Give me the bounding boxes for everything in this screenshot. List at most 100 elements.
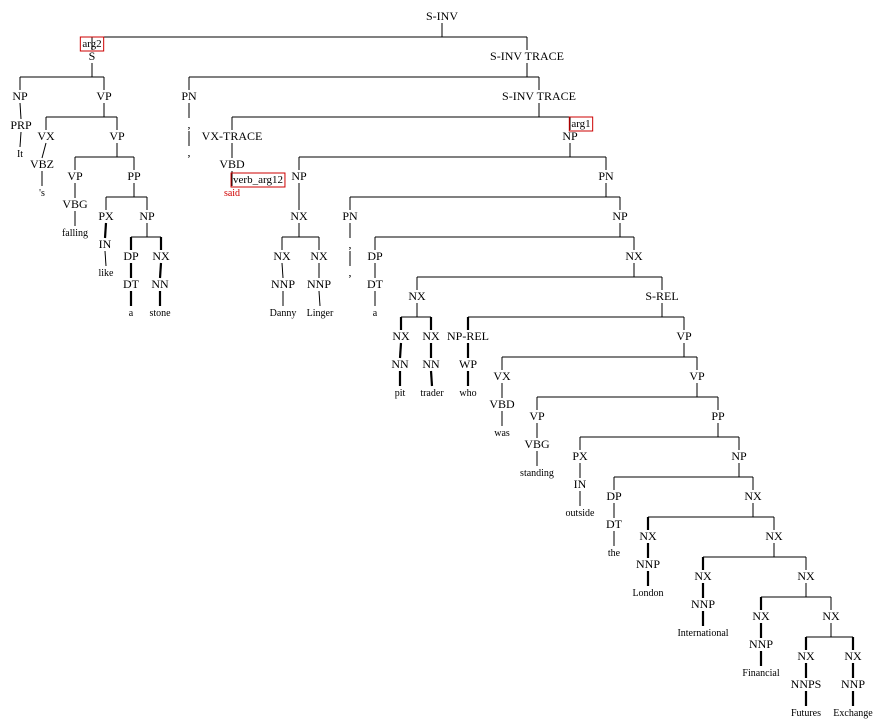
- tree-node-nnp-l: NNP: [307, 277, 331, 291]
- tree-edge: [281, 262, 284, 279]
- tree-node-s: S: [89, 49, 96, 63]
- tree-node-in2: IN: [574, 477, 587, 491]
- tree-word-w-a1: a: [129, 308, 134, 319]
- tree-node-nn-trader: NN: [422, 357, 440, 371]
- tree-edge: [19, 131, 22, 148]
- tree-word-w-pit: pit: [395, 388, 406, 399]
- tree-node-vbd-said: VBD: [219, 157, 245, 171]
- tree-node-in1: IN: [99, 237, 112, 251]
- tree-labels: S-INVSNPPRPItVPVXVBZ'sVPVPVBGfallingPPPX…: [10, 9, 873, 719]
- tree-node-nx-stone: NX: [152, 249, 170, 263]
- tree-edge: [429, 370, 434, 387]
- tree-word-w-danny: Danny: [270, 308, 297, 319]
- tree-node-sinv-trace2: S-INV TRACE: [502, 89, 576, 103]
- tree-node-vx-trace: VX-TRACE: [202, 129, 263, 143]
- tree-node-sinv-trace1: S-INV TRACE: [490, 49, 564, 63]
- tree-node-comma2b: ,: [349, 265, 352, 279]
- tree-word-w-the: the: [608, 548, 621, 559]
- tree-edge: [41, 142, 47, 159]
- tree-node-nx-exc: NX: [844, 649, 862, 663]
- tree-node-nx-app: NX: [625, 249, 643, 263]
- tree-word-w-trader: trader: [420, 388, 444, 399]
- tree-node-nnp-exc: NNP: [841, 677, 865, 691]
- tree-node-vp-rel2: VP: [689, 369, 705, 383]
- tree-word-w-exchange: Exchange: [833, 708, 873, 719]
- tree-node-nx-l3: NX: [797, 569, 815, 583]
- tree-node-pp2: PP: [711, 409, 725, 423]
- tree-node-dt1: DT: [123, 277, 140, 291]
- tree-node-nx-l2: NX: [765, 529, 783, 543]
- tree-edge: [318, 290, 321, 307]
- tree-node-vp3: VP: [67, 169, 83, 183]
- tree-node-nnp-int: NNP: [691, 597, 715, 611]
- tree-edge: [158, 262, 163, 279]
- arg1-annotation-label: arg1: [571, 118, 590, 130]
- tree-node-np-main: NP: [562, 129, 578, 143]
- tree-word-w-outside: outside: [566, 508, 595, 519]
- tree-node-np-danny: NP: [291, 169, 307, 183]
- tree-word-w-who: who: [459, 388, 476, 399]
- tree-word-w-linger: Linger: [307, 308, 334, 319]
- tree-word-w-falling: falling: [62, 228, 88, 239]
- tree-node-dp1: DP: [123, 249, 139, 263]
- arg1-annotation-box: [568, 116, 594, 132]
- tree-word-w-fin: Financial: [742, 668, 779, 679]
- tree-node-nx-fut: NX: [797, 649, 815, 663]
- tree-word-w-said: said: [224, 188, 240, 199]
- tree-node-nx-pt: NX: [408, 289, 426, 303]
- tree-edge: [398, 342, 403, 359]
- tree-node-dt2: DT: [367, 277, 384, 291]
- tree-word-w-futures: Futures: [791, 708, 821, 719]
- tree-node-px2: PX: [572, 449, 588, 463]
- tree-node-nx-danny: NX: [290, 209, 308, 223]
- tree-node-pp1: PP: [127, 169, 141, 183]
- tree-node-comma1b: ,: [188, 145, 191, 159]
- tree-node-nx-l4: NX: [822, 609, 840, 623]
- tree-node-comma1a: ,: [188, 117, 191, 131]
- tree-node-px1: PX: [98, 209, 114, 223]
- tree-node-comma2a: ,: [349, 237, 352, 251]
- tree-word-w-a2: a: [373, 308, 378, 319]
- tree-node-nx-l: NX: [310, 249, 328, 263]
- tree-node-np-it: NP: [12, 89, 28, 103]
- tree-word-w-stone: stone: [149, 308, 171, 319]
- tree-word-w-int: International: [677, 628, 728, 639]
- tree-node-prp: PRP: [10, 118, 32, 132]
- tree-word-w-london: London: [632, 588, 663, 599]
- tree-node-vp-rel3: VP: [529, 409, 545, 423]
- tree-node-nx-pit: NX: [392, 329, 410, 343]
- tree-node-nx-l1: NX: [744, 489, 762, 503]
- tree-node-nn-stone: NN: [151, 277, 169, 291]
- arg1-annotation: arg1: [568, 116, 594, 132]
- tree-edges: [19, 23, 855, 706]
- tree-node-vp1: VP: [96, 89, 112, 103]
- tree-node-vbd-was: VBD: [489, 397, 515, 411]
- tree-node-vp2: VP: [109, 129, 125, 143]
- tree-node-nnp-lon: NNP: [636, 557, 660, 571]
- tree-edge: [19, 102, 22, 120]
- tree-node-srel: S-REL: [645, 289, 678, 303]
- tree-node-pn-comma1: PN: [181, 89, 197, 103]
- tree-node-np-app: NP: [612, 209, 628, 223]
- arg2-annotation: arg2: [79, 36, 105, 52]
- tree-word-w-standing: standing: [520, 468, 554, 479]
- tree-node-nx-fin: NX: [752, 609, 770, 623]
- tree-node-np-lon: NP: [731, 449, 747, 463]
- verb-arg12-annotation: verb_arg12: [230, 172, 286, 188]
- tree-node-vp-rel1: VP: [676, 329, 692, 343]
- tree-node-dt3: DT: [606, 517, 623, 531]
- tree-node-nx-trader: NX: [422, 329, 440, 343]
- tree-node-dp3: DP: [606, 489, 622, 503]
- arg2-annotation-label: arg2: [82, 38, 101, 50]
- tree-node-vbz: VBZ: [30, 157, 54, 171]
- tree-node-root: S-INV: [426, 9, 458, 23]
- tree-node-vx-was: VX: [493, 369, 511, 383]
- tree-node-nx-int: NX: [694, 569, 712, 583]
- tree-node-vbg1: VBG: [62, 197, 88, 211]
- tree-node-nx-lon: NX: [639, 529, 657, 543]
- arg2-annotation-box: [79, 36, 105, 52]
- tree-node-nnp-d: NNP: [271, 277, 295, 291]
- tree-edge: [104, 250, 107, 267]
